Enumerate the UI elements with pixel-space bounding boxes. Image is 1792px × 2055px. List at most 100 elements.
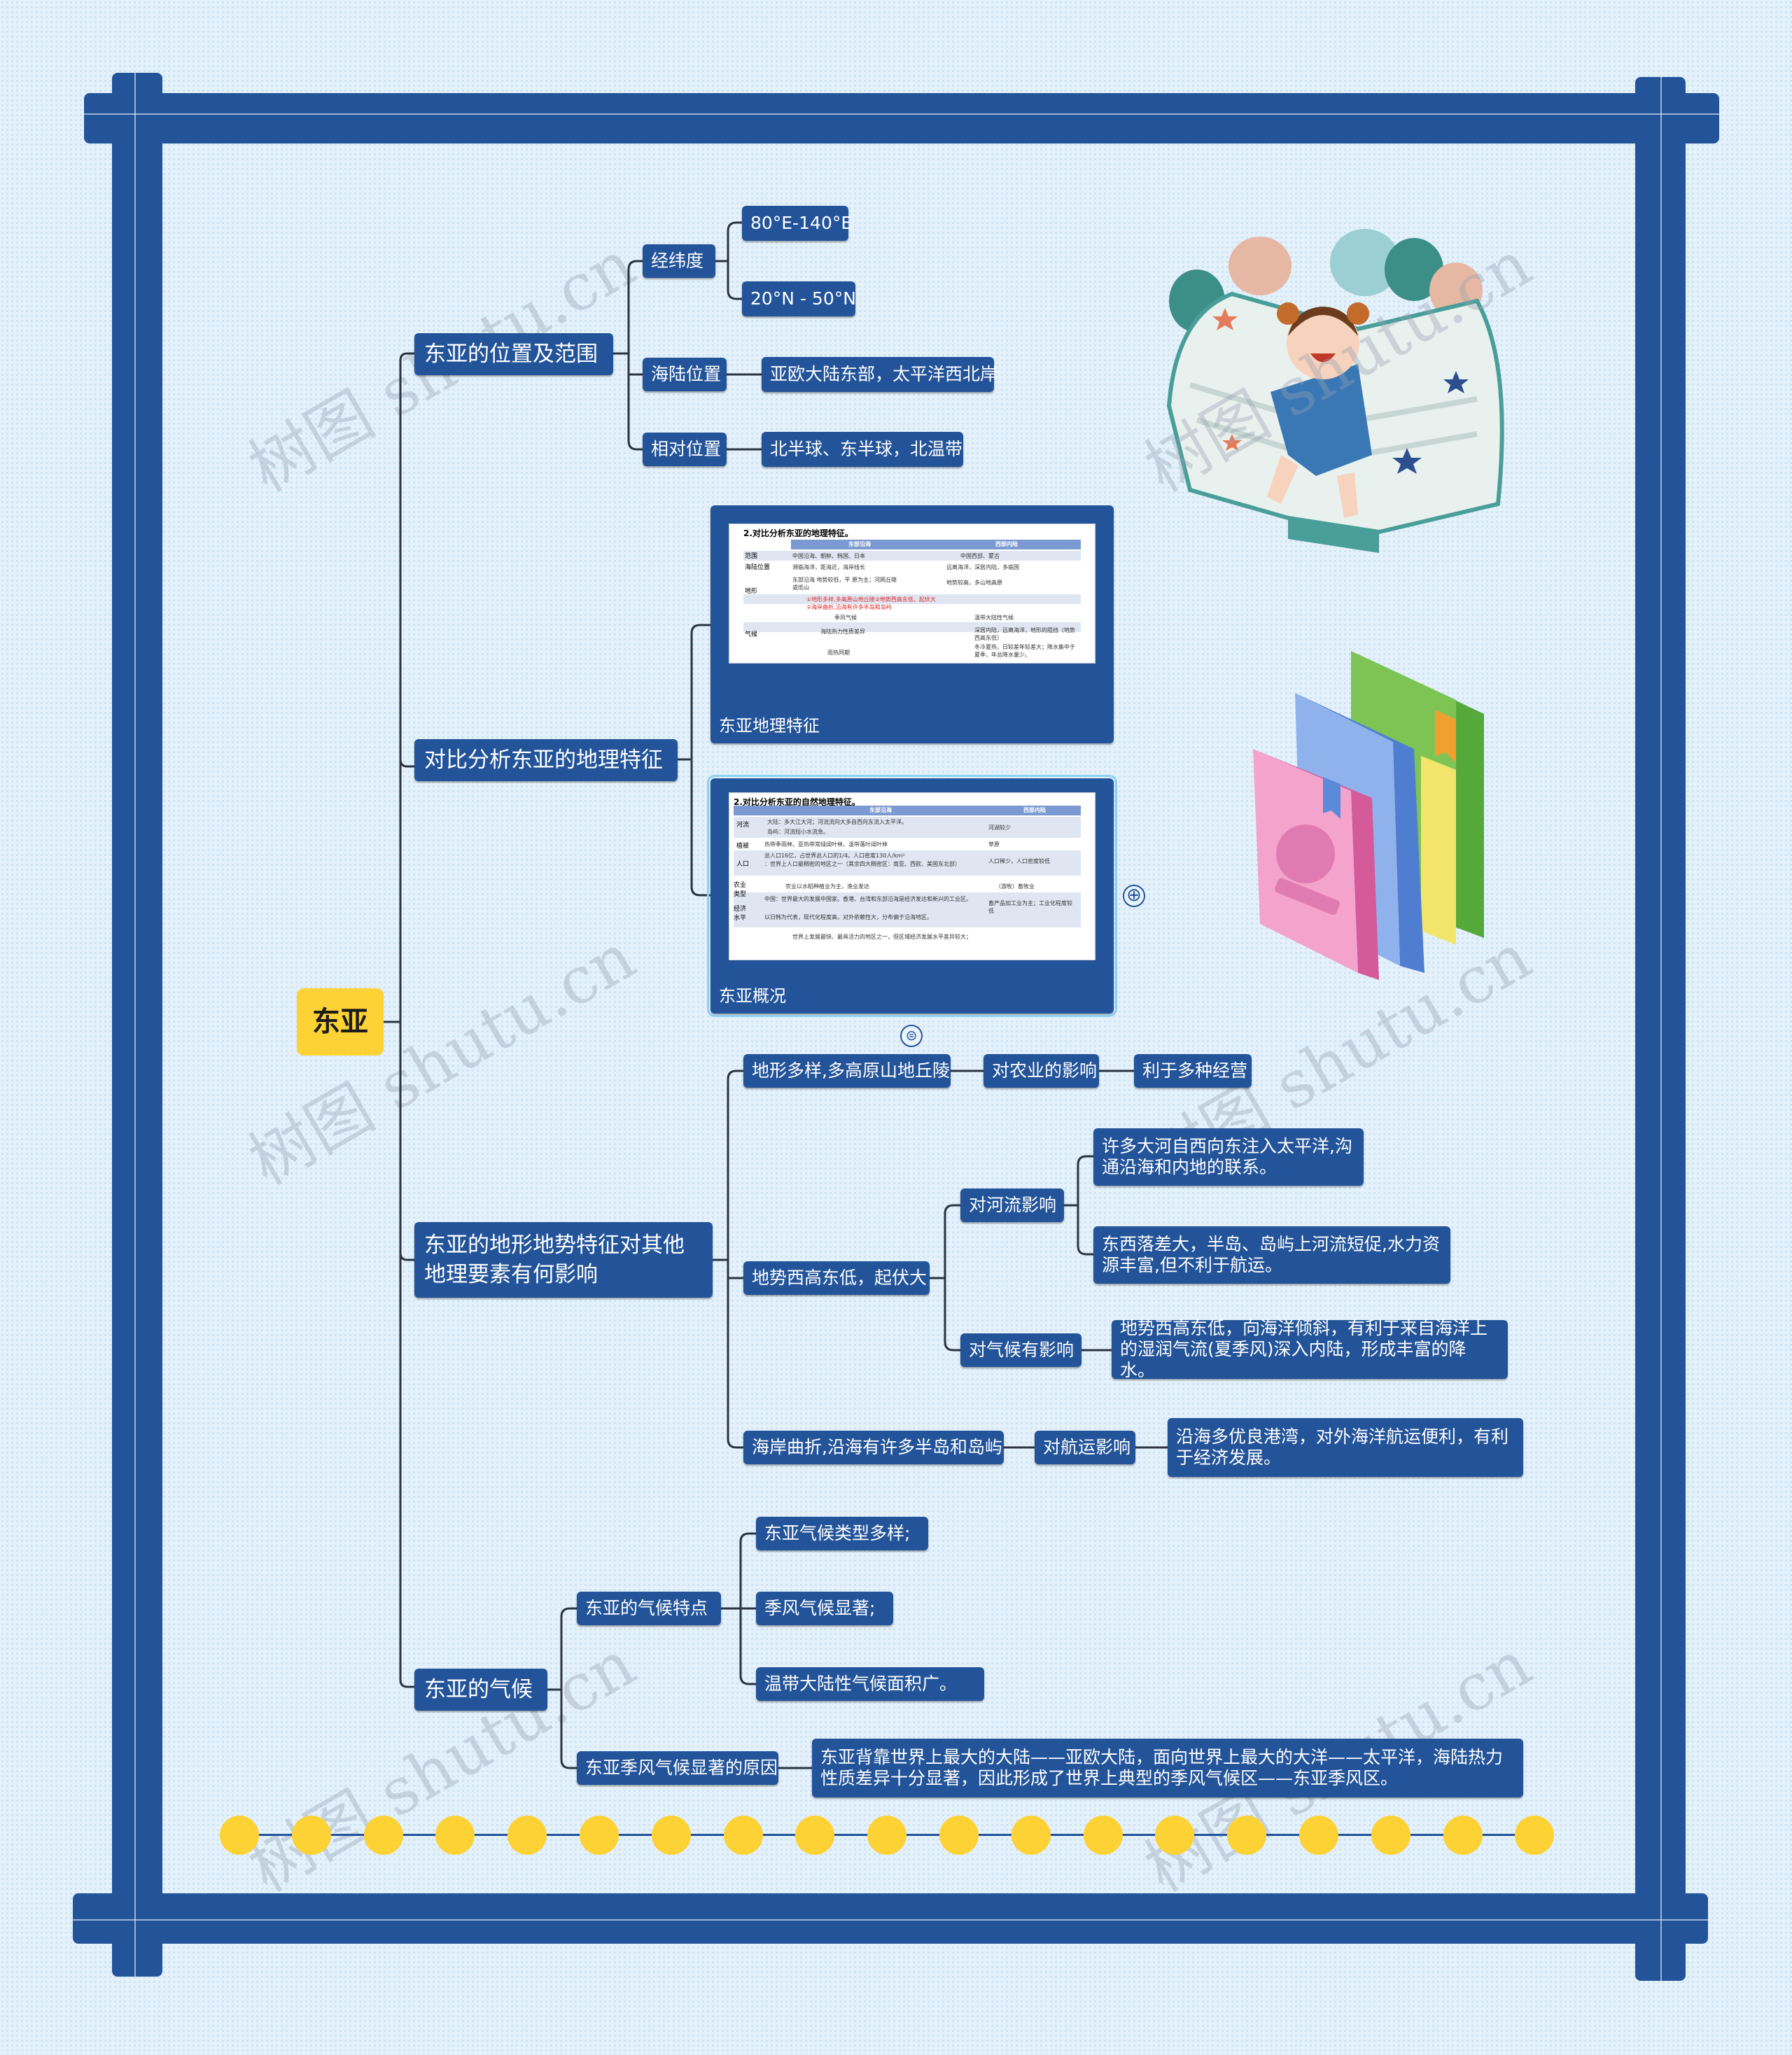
expand-icon[interactable]: ⊕ — [1123, 885, 1145, 907]
node-sea-land-position[interactable]: 海陆位置 — [643, 358, 727, 391]
decorative-dot — [1155, 1816, 1195, 1855]
cell: 大陆：多大江大河；河流流向大多自西向东流入太平洋。 — [767, 819, 907, 825]
node-relative-value[interactable]: 北半球、东半球，北温带 — [762, 432, 963, 467]
table-band — [734, 817, 1081, 838]
cell: 农业以水稻种植业为主，渔业发达 — [785, 883, 869, 890]
table-band — [743, 594, 1081, 604]
branch-climate[interactable]: 东亚的气候 — [414, 1669, 547, 1711]
branch-terrain-influence[interactable]: 东亚的地形地势特征对其他地理要素有何影响 — [414, 1222, 713, 1298]
cell: 世界上发展最快、最具活力的地区之一，但区域经济发展水平差异较大； — [792, 934, 972, 940]
girl-on-book-illustration — [1166, 229, 1504, 553]
node-climate-effect[interactable]: 对气候有影响 — [960, 1333, 1082, 1367]
table-image: 2.对比分析东亚的自然地理特征。 东部沿海 西部内陆 河流 植被 人口 农业类型… — [729, 792, 1096, 960]
node-latlon[interactable]: 经纬度 — [643, 244, 715, 278]
decorative-dot — [435, 1816, 475, 1855]
branch-label: 对比分析东亚的地理特征 — [424, 748, 663, 773]
node-label: 相对位置 — [651, 439, 722, 459]
node-climate-features[interactable]: 东亚的气候特点 — [577, 1592, 721, 1625]
table-header — [791, 540, 1081, 549]
node-shipping-result[interactable]: 沿海多优良港湾，对外海洋航运便利，有利于经济发展。 — [1168, 1418, 1523, 1477]
frame-line — [84, 113, 1719, 115]
cell: 海陆热力性质差异 — [820, 629, 865, 635]
col-header: 西部内陆 — [1023, 807, 1046, 813]
sheet-title: 2.对比分析东亚的自然地理特征。 — [734, 797, 860, 807]
node-river-effect[interactable]: 对河流影响 — [960, 1188, 1064, 1222]
note-icon[interactable]: ⊜ — [900, 1025, 923, 1047]
cell: ②海岸曲折,沿海有许多半岛和岛屿 — [806, 604, 892, 610]
node-climate-r1[interactable]: 地势西高东低，向海洋倾斜，有利于来自海洋上的湿润气流(夏季风)深入内陆，形成丰富… — [1112, 1318, 1508, 1380]
row-label: 农业类型 — [734, 882, 747, 898]
frame-line — [1660, 77, 1662, 1981]
node-relative-position[interactable]: 相对位置 — [643, 433, 727, 466]
image-caption: 东亚地理特征 — [719, 716, 820, 736]
decorative-dot — [1443, 1816, 1483, 1855]
node-label: 东亚气候类型多样; — [764, 1523, 911, 1543]
branch-label: 东亚的位置及范围 — [424, 342, 598, 367]
node-label: 20°N - 50°N — [750, 288, 856, 309]
cell: 岛屿：河流短小水流急。 — [767, 829, 829, 835]
cell: （游牧）畜牧业 — [995, 883, 1035, 890]
decorative-dot — [220, 1816, 259, 1855]
node-climate-item[interactable]: 东亚气候类型多样; — [756, 1517, 928, 1550]
node-label: 东西落差大，半岛、岛屿上河流短促,水力资源丰富,但不利于航运。 — [1102, 1234, 1440, 1275]
frame-left-bar — [112, 73, 162, 1977]
node-monsoon-reason-value[interactable]: 东亚背靠世界上最大的大陆——亚欧大陆，面向世界上最大的大洋——太平洋，海陆热力性… — [812, 1739, 1523, 1797]
node-label: 季风气候显著; — [764, 1598, 876, 1618]
branch-position-range[interactable]: 东亚的位置及范围 — [414, 333, 613, 375]
node-label: 温带大陆性气候面积广。 — [764, 1674, 958, 1694]
node-coast[interactable]: 海岸曲折,沿海有许多半岛和岛屿 — [743, 1431, 1004, 1464]
node-label: 利于多种经营 — [1142, 1060, 1248, 1081]
cell: 河湖较少 — [988, 825, 1011, 831]
decorative-dot — [795, 1816, 835, 1855]
col-header: 东部沿海 — [848, 541, 871, 547]
node-river-r1[interactable]: 许多大河自西向东注入太平洋,沟通沿海和内地的联系。 — [1093, 1128, 1364, 1186]
node-label: 对河流影响 — [969, 1195, 1057, 1215]
col-header: 东部沿海 — [869, 807, 892, 813]
node-terrain[interactable]: 地形多样,多高原山地丘陵 — [743, 1054, 951, 1088]
node-shipping-effect[interactable]: 对航运影响 — [1035, 1431, 1135, 1464]
node-label: 地形多样,多高原山地丘陵 — [752, 1060, 950, 1081]
node-label: 许多大河自西向东注入太平洋,沟通沿海和内地的联系。 — [1102, 1136, 1352, 1177]
node-river-r2[interactable]: 东西落差大，半岛、岛屿上河流短促,水力资源丰富,但不利于航运。 — [1093, 1226, 1450, 1284]
connector-river — [1063, 1155, 1095, 1256]
node-monsoon-reason[interactable]: 东亚季风气候显著的原因 — [577, 1751, 778, 1785]
cell: 中国西部、蒙古 — [960, 553, 1000, 559]
node-label: 东亚季风气候显著的原因 — [585, 1758, 778, 1778]
cell: 热带季雨林、亚热带常绿阔叶林、温带落叶阔叶林 — [764, 841, 888, 848]
image-card-geo-features[interactable]: 2.对比分析东亚的地理特征。 东部沿海 西部内陆 范围 海陆位置 地形 气候 中… — [710, 505, 1114, 743]
book-stack-illustration — [1253, 651, 1484, 980]
node-agri-result[interactable]: 利于多种经营 — [1134, 1054, 1252, 1088]
node-longitude[interactable]: 80°E-140°E — [742, 206, 852, 241]
node-latitude[interactable]: 20°N - 50°N — [742, 281, 856, 316]
decorative-dot — [1227, 1816, 1267, 1855]
decorative-dot — [1083, 1816, 1123, 1855]
node-label: 地势西高东低，起伏大 — [752, 1268, 927, 1288]
connector-latlon — [714, 221, 743, 300]
node-label: 海陆位置 — [651, 364, 722, 384]
table-band — [734, 892, 1081, 927]
cell: 中国沿海、朝鲜、韩国、日本 — [792, 553, 865, 559]
node-agri-effect[interactable]: 对农业的影响 — [983, 1054, 1099, 1088]
decorative-dot — [723, 1816, 763, 1855]
connector-b3 — [711, 1069, 745, 1449]
cell: 以日韩为代表，现代化程度高，对外依赖性大，分布偏于沿海地区。 — [764, 914, 932, 920]
connector-root — [382, 352, 416, 1688]
branch-compare-features[interactable]: 对比分析东亚的地理特征 — [414, 739, 678, 781]
root-node[interactable]: 东亚 — [297, 988, 384, 1055]
table-band — [743, 622, 1081, 632]
decorative-dot — [1011, 1816, 1051, 1855]
node-sea-land-value[interactable]: 亚欧大陆东部，太平洋西北岸 — [762, 357, 997, 392]
node-label: 东亚背靠世界上最大的大陆——亚欧大陆，面向世界上最大的大洋——太平洋，海陆热力性… — [820, 1747, 1504, 1788]
cell: 濒临海洋，距海近，海岸线长 — [792, 564, 865, 570]
node-slope[interactable]: 地势西高东低，起伏大 — [743, 1261, 930, 1295]
decorative-dot — [1371, 1816, 1410, 1855]
cell: 人口稀少，人口密度较低 — [988, 858, 1050, 864]
node-climate-item[interactable]: 季风气候显著; — [756, 1592, 893, 1625]
image-card-overview[interactable]: 2.对比分析东亚的自然地理特征。 东部沿海 西部内陆 河流 植被 人口 农业类型… — [707, 775, 1117, 1017]
node-climate-item[interactable]: 温带大陆性气候面积广。 — [756, 1667, 984, 1701]
cell: 深居内陆，远离海洋，地形的阻挡（地势西高东低） — [974, 627, 1075, 641]
node-label: 对农业的影响 — [992, 1060, 1098, 1081]
sheet-title: 2.对比分析东亚的地理特征。 — [743, 528, 853, 538]
connector-b1 — [612, 260, 644, 451]
decorative-dot — [363, 1816, 403, 1855]
